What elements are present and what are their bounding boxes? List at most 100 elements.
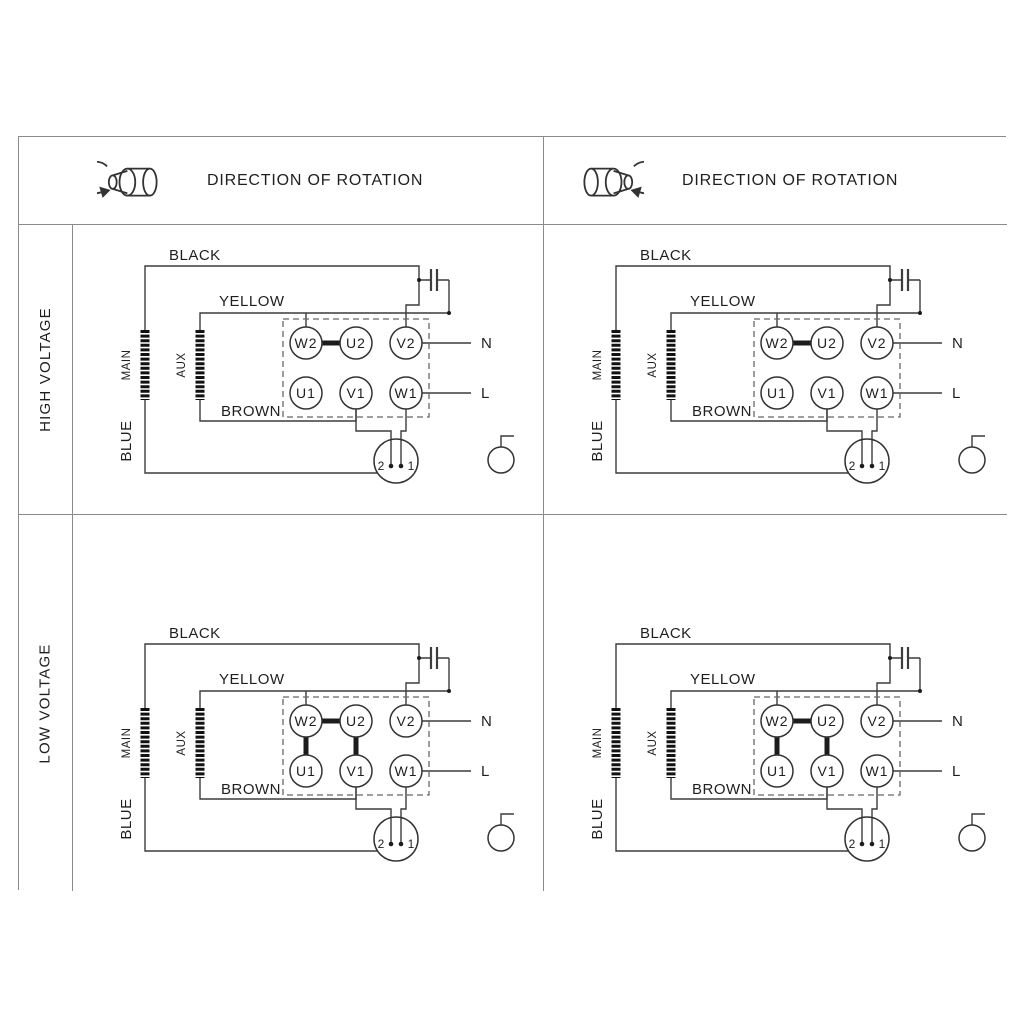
row-label-low-voltage: LOW VOLTAGE (19, 515, 73, 891)
terminal-circle (810, 376, 844, 410)
terminal-label: W2 (766, 335, 789, 351)
high-voltage-label: HIGH VOLTAGE (37, 307, 55, 432)
blue-wire-label: BLUE (118, 420, 135, 461)
terminal-circle (860, 326, 894, 360)
terminal-label: W1 (395, 385, 418, 401)
plug-circle (373, 816, 419, 862)
capacitor-icon (900, 647, 910, 669)
yellow-wire-label: YELLOW (219, 293, 285, 310)
wiring-diagram: W2 U2 V2 U1 V1 W1 2 1 (589, 247, 986, 484)
wire-blue (615, 400, 849, 474)
terminal-label: W1 (866, 385, 889, 401)
terminal-w1: W1 (389, 376, 423, 410)
wire-black (615, 265, 891, 330)
terminal-circle (760, 754, 794, 788)
terminal-board-outline (753, 318, 901, 418)
terminal-label: W1 (866, 763, 889, 779)
plug-pin-lines (861, 440, 873, 464)
plug-circle (844, 438, 890, 484)
terminal-circle (389, 376, 423, 410)
terminal-w1: W1 (860, 754, 894, 788)
terminal-circle (860, 376, 894, 410)
diagram-high-voltage-left: W2 U2 V2 U1 V1 W1 2 1 (73, 225, 543, 515)
plug-pin-number: 1 (879, 837, 886, 851)
plug-pin-number: 2 (378, 459, 385, 473)
terminal-w2: W2 (760, 704, 794, 738)
terminal-w2: W2 (760, 326, 794, 360)
line-label: L (952, 763, 960, 780)
diagram-table: DIRECTION OF ROTATION DIRECTION OF ROTAT… (18, 136, 1007, 891)
terminal-label: V2 (867, 713, 886, 729)
ground-symbol (958, 435, 986, 474)
terminal-w1: W1 (860, 376, 894, 410)
neutral-label: N (952, 713, 963, 730)
plug-pin-number: 2 (378, 837, 385, 851)
neutral-label: N (952, 335, 963, 352)
wire-black (144, 643, 420, 708)
brown-wire-label: BROWN (221, 781, 281, 798)
terminal-circle (289, 754, 323, 788)
wire-black (615, 643, 891, 708)
wire-yellow (670, 280, 921, 330)
direction-of-rotation-label: DIRECTION OF ROTATION (682, 171, 899, 189)
terminal-label: V1 (817, 763, 836, 779)
plug-pin-dot (869, 463, 875, 469)
plug-connector: 2 1 (844, 816, 890, 862)
black-wire-label: BLACK (640, 625, 692, 642)
plug-pin-number: 2 (849, 459, 856, 473)
header-direction-of-rotation-right: DIRECTION OF ROTATION (543, 137, 1007, 225)
terminal-circle (760, 376, 794, 410)
ground-symbol (487, 813, 515, 852)
plug-pin-number: 1 (408, 837, 415, 851)
terminal-circle (289, 704, 323, 738)
terminal-u1: U1 (289, 376, 323, 410)
terminal-w2: W2 (289, 326, 323, 360)
terminal-v1: V1 (810, 754, 844, 788)
terminal-v2: V2 (389, 326, 423, 360)
terminal-label: V2 (867, 335, 886, 351)
terminal-label: W2 (295, 335, 318, 351)
terminal-label: U2 (346, 335, 366, 351)
terminal-w1: W1 (389, 754, 423, 788)
terminal-u2: U2 (339, 326, 373, 360)
terminal-label: U1 (767, 385, 787, 401)
terminal-board-outline (282, 318, 430, 418)
terminal-u1: U1 (760, 754, 794, 788)
neutral-label: N (481, 713, 492, 730)
plug-pin-number: 2 (849, 837, 856, 851)
capacitor-icon (900, 269, 910, 291)
ground-symbol (958, 813, 986, 852)
wire-v1-plug (826, 787, 863, 818)
terminal-v1: V1 (810, 376, 844, 410)
terminal-v2: V2 (389, 704, 423, 738)
plug-pin-number: 1 (879, 459, 886, 473)
junction-dot (417, 656, 421, 660)
terminal-circle (760, 704, 794, 738)
terminal-label: W2 (295, 713, 318, 729)
terminal-w2: W2 (289, 704, 323, 738)
neutral-label: N (481, 335, 492, 352)
direction-of-rotation-label: DIRECTION OF ROTATION (207, 171, 424, 189)
terminal-v1: V1 (339, 376, 373, 410)
yellow-wire-label: YELLOW (690, 293, 756, 310)
wire-v1-plug (355, 409, 392, 440)
terminal-circle (810, 704, 844, 738)
terminal-v2: V2 (860, 326, 894, 360)
plug-connector: 2 1 (373, 816, 419, 862)
plug-pin-dot (398, 463, 404, 469)
terminal-board-outline (282, 696, 430, 796)
plug-pin-lines (861, 818, 873, 842)
capacitor-icon (429, 647, 439, 669)
plug-connector: 2 1 (844, 438, 890, 484)
plug-pin-dot (859, 463, 865, 469)
capacitor-icon (429, 269, 439, 291)
terminal-v2: V2 (860, 704, 894, 738)
terminal-label: U1 (296, 385, 316, 401)
wire-w1-plug (871, 409, 878, 440)
terminal-circle (339, 704, 373, 738)
junction-dot (888, 656, 892, 660)
aux-winding-label: AUX (176, 352, 188, 377)
ground-symbol (487, 435, 515, 474)
main-winding-label: MAIN (121, 728, 133, 759)
